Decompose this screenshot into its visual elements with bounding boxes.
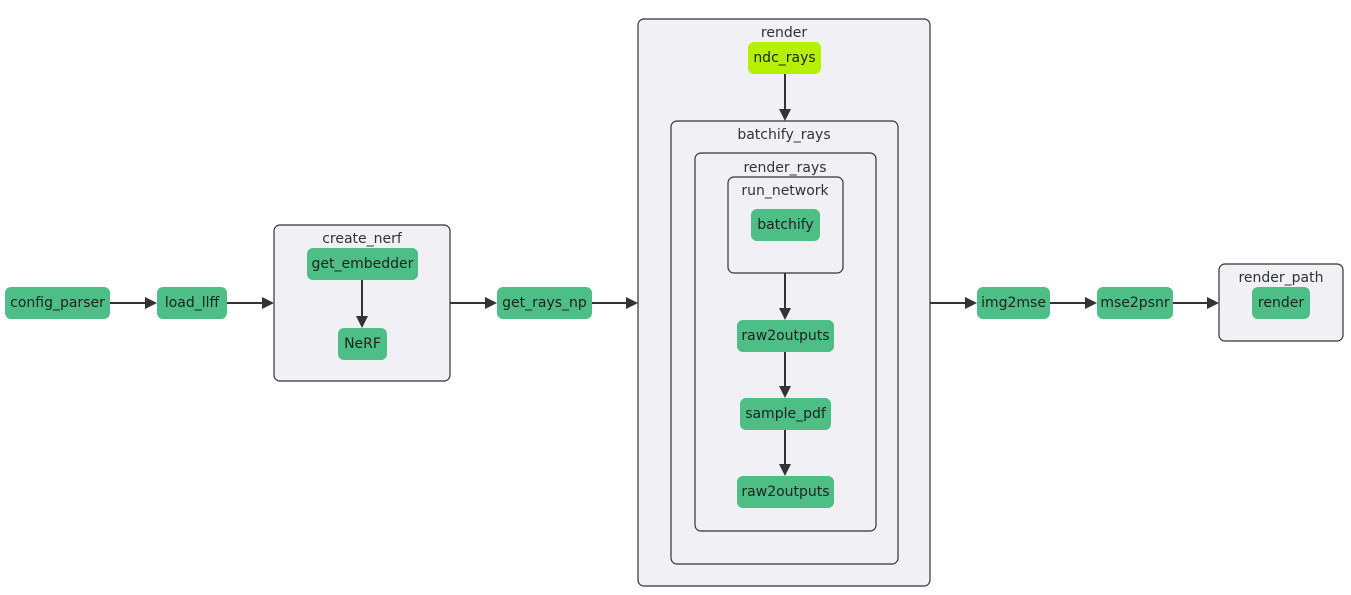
arrowhead	[779, 386, 791, 398]
node-raw2outputs-2[interactable]: raw2outputs	[737, 476, 834, 508]
node-label-raw2outputs-2: raw2outputs	[741, 484, 829, 500]
node-nerf[interactable]: NeRF	[338, 328, 387, 360]
arrowhead	[145, 297, 157, 309]
node-label-img2mse: img2mse	[981, 295, 1046, 311]
node-get-rays-np[interactable]: get_rays_np	[497, 287, 592, 319]
edges	[110, 74, 1219, 476]
cluster-label-render-path: render_path	[1238, 270, 1323, 286]
arrowhead	[626, 297, 638, 309]
arrowhead	[356, 316, 368, 328]
node-label-ndc-rays: ndc_rays	[753, 50, 815, 66]
node-load-llff[interactable]: load_llff	[157, 287, 227, 319]
node-img2mse[interactable]: img2mse	[977, 287, 1050, 319]
node-label-batchify: batchify	[757, 217, 813, 233]
node-raw2outputs-1[interactable]: raw2outputs	[737, 320, 834, 352]
node-label-sample-pdf: sample_pdf	[745, 406, 827, 422]
arrowhead	[779, 464, 791, 476]
node-batchify[interactable]: batchify	[751, 209, 820, 241]
node-label-get-rays-np: get_rays_np	[502, 295, 587, 311]
node-config-parser[interactable]: config_parser	[5, 287, 110, 319]
cluster-label-run-network: run_network	[741, 183, 829, 199]
node-label-config-parser: config_parser	[10, 295, 105, 311]
node-label-render: render	[1258, 295, 1304, 311]
node-ndc-rays[interactable]: ndc_rays	[748, 42, 821, 74]
node-label-nerf: NeRF	[344, 336, 381, 352]
node-sample-pdf[interactable]: sample_pdf	[740, 398, 831, 430]
node-get-embedder[interactable]: get_embedder	[307, 248, 418, 280]
arrowhead	[779, 109, 791, 121]
node-label-get-embedder: get_embedder	[312, 256, 414, 272]
arrowhead	[779, 308, 791, 320]
cluster-label-render-rays: render_rays	[743, 160, 826, 176]
node-label-load-llff: load_llff	[165, 295, 220, 311]
cluster-label-batchify-rays: batchify_rays	[737, 127, 830, 143]
node-label-raw2outputs-1: raw2outputs	[741, 328, 829, 344]
cluster-label-render: render	[761, 25, 807, 41]
cluster-label-create-nerf: create_nerf	[322, 231, 403, 247]
arrowhead	[485, 297, 497, 309]
node-render[interactable]: render	[1252, 287, 1310, 319]
arrowhead	[1085, 297, 1097, 309]
arrowhead	[1207, 297, 1219, 309]
arrowhead	[965, 297, 977, 309]
node-label-mse2psnr: mse2psnr	[1100, 295, 1170, 311]
node-mse2psnr[interactable]: mse2psnr	[1097, 287, 1173, 319]
arrowhead	[262, 297, 274, 309]
